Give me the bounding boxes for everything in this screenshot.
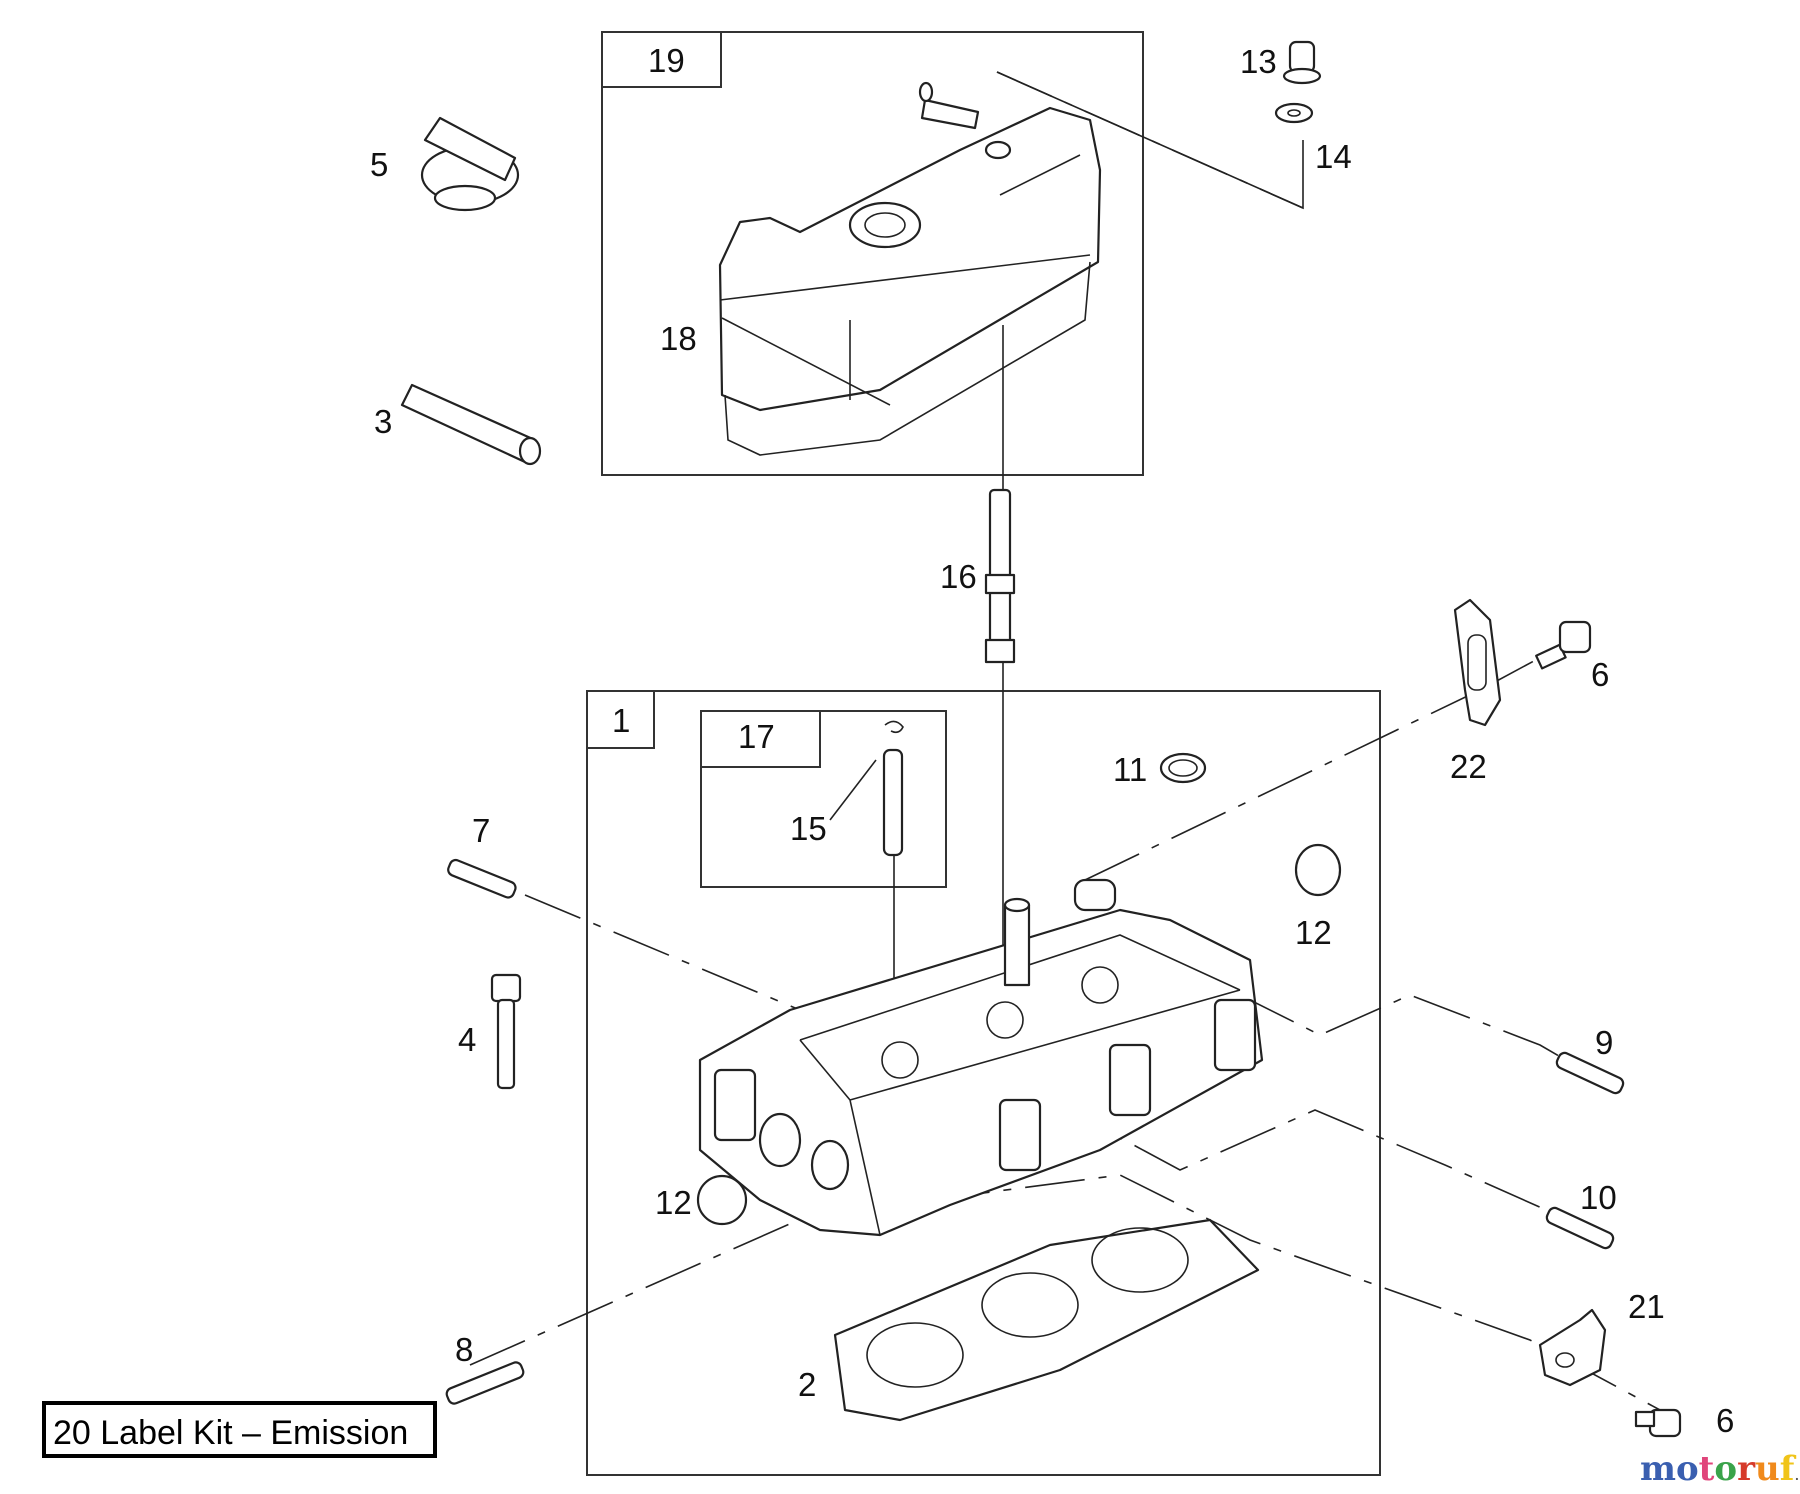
callout-2[interactable]: 2	[798, 1366, 816, 1403]
part-6-bolt-upper[interactable]	[1535, 620, 1592, 670]
part-16-rod[interactable]	[984, 488, 1016, 664]
part-12-plug-lower[interactable]	[696, 1174, 748, 1226]
callout-22[interactable]: 22	[1450, 748, 1487, 785]
callout-19[interactable]: 19	[648, 42, 685, 79]
group-box-19: 19	[601, 31, 1144, 476]
part-21-bracket[interactable]	[1538, 1308, 1607, 1387]
callout-17[interactable]: 17	[738, 718, 775, 755]
callout-14[interactable]: 14	[1315, 138, 1352, 175]
part-5-oil-cap[interactable]	[420, 116, 520, 212]
callout-15[interactable]: 15	[790, 810, 827, 847]
callout-13[interactable]: 13	[1240, 43, 1277, 80]
part-9-stud[interactable]	[1555, 1051, 1625, 1095]
callout-18[interactable]: 18	[660, 320, 697, 357]
part-15-pin[interactable]	[882, 720, 904, 857]
watermark-letter: f	[1780, 1449, 1797, 1489]
part-rocker-cover[interactable]	[718, 81, 1102, 456]
callout-11[interactable]: 11	[1113, 751, 1147, 788]
watermark-letter: o	[1714, 1449, 1737, 1489]
part-7-stud[interactable]	[446, 858, 517, 899]
callout-12-upper[interactable]: 12	[1295, 914, 1332, 951]
callout-1[interactable]: 1	[612, 702, 630, 739]
callout-16[interactable]: 16	[940, 558, 977, 595]
part-8-stud[interactable]	[445, 1361, 525, 1406]
part-4-bolt[interactable]	[490, 973, 522, 1090]
part-12-plug-upper[interactable]	[1294, 843, 1342, 897]
label-kit-text: 20 Label Kit – Emission	[53, 1414, 408, 1452]
watermark-letter: u	[1755, 1449, 1780, 1489]
part-10-stud[interactable]	[1545, 1206, 1615, 1250]
callout-6-lower[interactable]: 6	[1716, 1402, 1734, 1439]
part-2-head-gasket[interactable]	[833, 1218, 1260, 1422]
watermark-letter: o	[1676, 1449, 1699, 1489]
callout-8[interactable]: 8	[455, 1331, 473, 1368]
group-box-17: 17	[700, 710, 947, 888]
part-11-seal[interactable]	[1159, 752, 1207, 784]
part-14-washer[interactable]	[1274, 102, 1314, 124]
watermark-letter: t	[1699, 1449, 1715, 1489]
callout-6-upper[interactable]: 6	[1591, 656, 1609, 693]
callout-12-lower[interactable]: 12	[655, 1184, 692, 1221]
svg-text:motoruf.de: motoruf.de	[1640, 1449, 1800, 1489]
callout-7[interactable]: 7	[472, 812, 490, 849]
callout-9[interactable]: 9	[1595, 1024, 1613, 1061]
group-box-1: 1	[586, 690, 1381, 1476]
part-6-bolt-lower[interactable]	[1634, 1408, 1682, 1438]
label-kit-box[interactable]: 20 Label Kit – Emission	[42, 1401, 437, 1458]
callout-21[interactable]: 21	[1628, 1288, 1665, 1325]
callout-10[interactable]: 10	[1580, 1179, 1617, 1216]
watermark-letter: m	[1640, 1449, 1676, 1489]
callout-3[interactable]: 3	[374, 403, 392, 440]
motoruf-watermark: motoruf.de	[1640, 1449, 1800, 1489]
part-1-cylinder-head[interactable]	[698, 878, 1264, 1237]
part-22-bracket[interactable]	[1453, 598, 1502, 727]
callout-4[interactable]: 4	[458, 1021, 476, 1058]
part-3-pipe[interactable]	[400, 383, 542, 466]
watermark-letter: r	[1737, 1449, 1756, 1489]
part-13-bolt[interactable]	[1282, 40, 1322, 85]
leader-lines	[469, 71, 1661, 1411]
watermark-suffix: .de	[1794, 1465, 1800, 1484]
callout-5[interactable]: 5	[370, 146, 388, 183]
